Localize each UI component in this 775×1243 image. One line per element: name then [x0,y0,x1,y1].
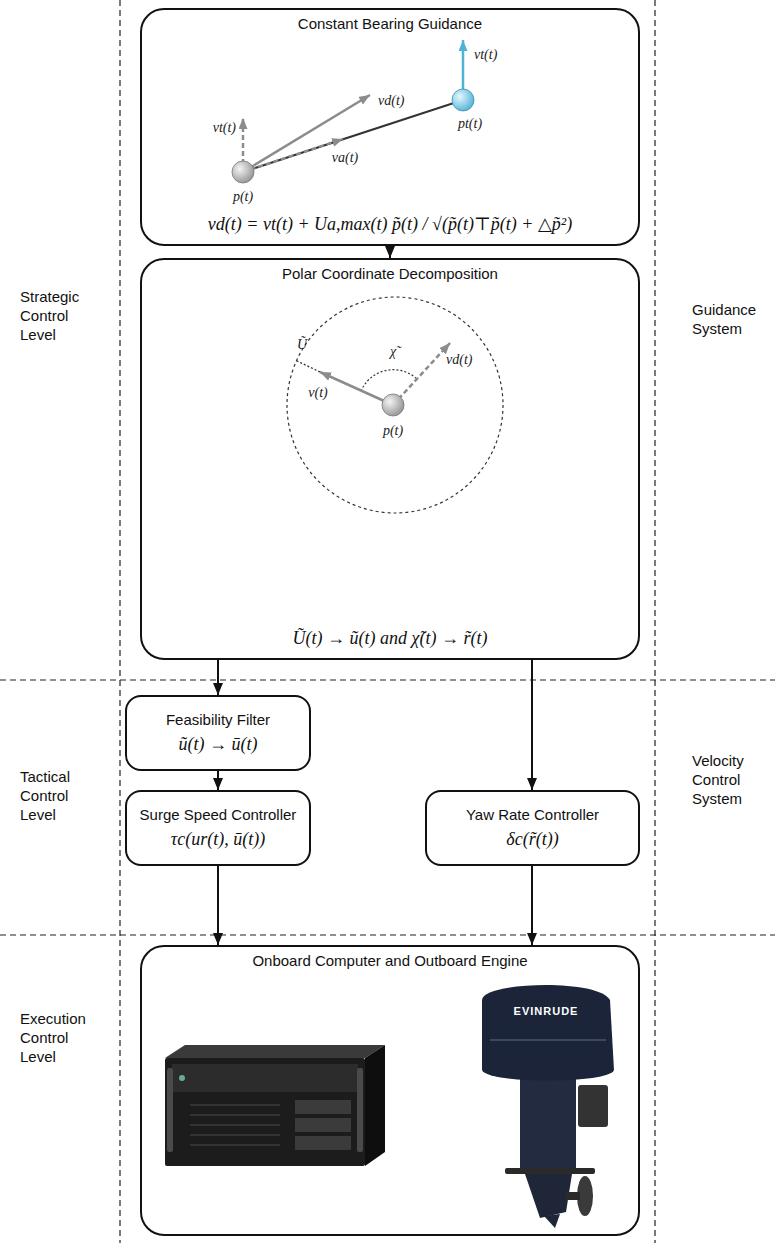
drive-bay [295,1136,351,1150]
flow-arrow [389,246,391,258]
vent-slot [190,1114,280,1116]
flow-arrow [217,660,219,695]
vessel-ball [232,161,254,183]
speed-circle [287,297,503,513]
flow-arrow [217,866,219,945]
box-title: Polar Coordinate Decomposition [154,265,626,283]
level-label: Strategic Control Level [20,288,102,344]
engine-cowling [482,985,614,1081]
position-label: p(t) [233,188,253,206]
divider-line [654,0,655,1243]
level-label: Tactical Control Level [20,768,102,824]
desired-velocity-vector [243,95,370,172]
box-title: Feasibility Filter [166,711,270,729]
engine-picture [482,985,614,1228]
box-title: Yaw Rate Controller [466,806,599,824]
case-front [165,1058,365,1166]
vessel-ball [382,394,404,416]
flow-arrow [531,660,533,790]
case-side [365,1045,385,1166]
brand-label: EVINRUDE [514,1005,579,1019]
case-top [165,1045,385,1058]
divider-line [0,679,775,680]
vector-label: vd(t) [446,351,472,369]
equation: ũ(t) → ū(t) [179,734,258,756]
controller-box: Surge Speed Controller τc(ur(t), ū(t)) [125,790,311,866]
anti-ventilation-plate [505,1168,595,1174]
desired-velocity-vector [393,343,450,405]
vent-slot [190,1144,280,1146]
line-of-sight [243,100,463,172]
bearing-illustration [232,40,474,183]
drive-bay [295,1118,351,1132]
vector-label: va(t) [332,149,358,167]
rack-handle [357,1068,363,1152]
approach-vector [243,139,343,172]
divider-line [119,0,120,1243]
rack-handle [167,1068,173,1152]
engine-gearcase [525,1174,572,1218]
engine-skeg [544,1214,560,1228]
position-label: pt(t) [458,115,482,133]
error-label: Ũ [297,336,307,354]
cowling-seam [490,1039,606,1041]
system-label: Velocity Control System [692,752,774,808]
equation: Ũ(t) → ũ(t) and χ̃(t) → r̃(t) [154,628,626,650]
box-title: Constant Bearing Guidance [154,15,626,33]
controller-box: Yaw Rate Controller δc(r̃(t)) [425,790,640,866]
vector-label: vt(t) [213,119,236,137]
system-label: Guidance System [692,301,774,339]
drive-bay [295,1100,351,1114]
vector-label: vd(t) [378,92,404,110]
power-led [179,1075,185,1081]
front-panel [172,1064,358,1092]
box-title: Onboard Computer and Outboard Engine [154,952,626,970]
vent-slot [190,1124,280,1126]
vector-label: v(t) [308,384,327,402]
vent-slots [190,1105,280,1145]
computer-picture [165,1045,385,1166]
engine-clamp [578,1085,608,1127]
hardware-box: Onboard Computer and Outboard Engine [140,945,640,1236]
course-error-arc [361,370,417,391]
vent-slot [190,1104,280,1106]
decomposition-box: Polar Coordinate DecompositionŨ(t) → ũ(t… [140,258,640,660]
engine-midsection [520,1078,576,1170]
error-label: χ̃ [390,343,396,361]
speed-error-line [295,360,320,372]
target-ball [452,89,474,111]
equation: τc(ur(t), ū(t)) [171,829,265,851]
equation: δc(r̃(t)) [506,829,558,851]
divider-line [0,934,775,935]
box-title: Surge Speed Controller [140,806,297,824]
level-label: Execution Control Level [20,1010,102,1066]
propeller-hub [566,1192,580,1200]
vent-slot [190,1134,280,1136]
flow-arrow [217,771,219,790]
filter-box: Feasibility Filter ũ(t) → ū(t) [125,695,311,771]
polar-illustration [287,297,503,513]
equation: vd(t) = vt(t) + Ua,max(t) p̃(t) / √(p̃(t… [154,214,626,236]
velocity-vector [320,372,393,405]
flow-arrow [531,866,533,945]
vector-label: vt(t) [474,46,497,64]
position-label: p(t) [383,422,403,440]
